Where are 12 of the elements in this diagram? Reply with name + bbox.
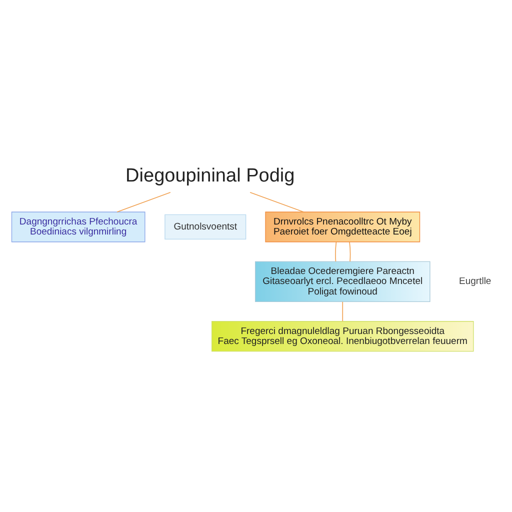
node-box: Gutnolsvoentst bbox=[164, 214, 246, 240]
node-box: Drnvrolcs Pnenacoolltrc Ot Myby Paeroiet foer Omgdetteacte Eoej bbox=[265, 211, 420, 242]
connector bbox=[349, 241, 351, 262]
connector bbox=[250, 191, 304, 212]
node-text: Diegoupininal Podig bbox=[126, 165, 295, 186]
node-box: Fregerci dmagnuleldlag Puruan Rbongesseoidta Faec Tegsprsell eg Oxoneoal. Inenbiugotbverrelan feuuerm bbox=[212, 320, 474, 352]
node-box: Bleadae Ocederemgiere Pareactn Gitaseoarlyt ercl. Pecedlaeoo Mncetel Poligat fowinoud bbox=[254, 260, 430, 302]
label: Eugrtlle bbox=[459, 276, 492, 287]
connector bbox=[335, 241, 337, 262]
connector bbox=[116, 191, 171, 212]
connector bbox=[342, 300, 344, 322]
node-box: Dagngngrrichas Pfechoucra Boediniacs vilgnmirling bbox=[11, 211, 146, 242]
